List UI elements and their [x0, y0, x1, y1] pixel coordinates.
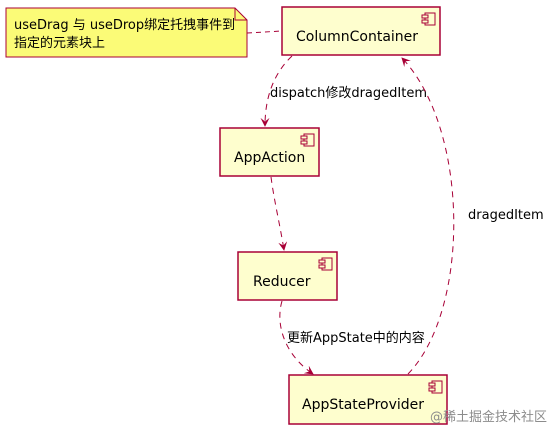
- component-label: AppAction: [234, 150, 305, 166]
- component-app-state-provider[interactable]: AppStateProvider: [288, 374, 448, 425]
- note-fold: [234, 8, 247, 21]
- note-line-2: 指定的元素块上: [14, 35, 105, 51]
- note: useDrag 与 useDrop绑定托拽事件到 指定的元素块上: [5, 7, 248, 58]
- edge-container-to-action: [260, 55, 293, 127]
- component-label: AppStateProvider: [302, 397, 424, 413]
- note-line-1: useDrag 与 useDrop绑定托拽事件到: [14, 18, 235, 33]
- component-label: ColumnContainer: [296, 29, 418, 45]
- edge-label-reducer-to-provider: 更新AppState中的内容: [287, 330, 425, 346]
- component-icon: [318, 257, 333, 271]
- note-shape: [5, 7, 248, 58]
- component-reducer[interactable]: Reducer: [237, 251, 338, 301]
- component-label: Reducer: [253, 274, 311, 290]
- component-icon: [428, 380, 443, 394]
- note-connector: [246, 30, 283, 34]
- edge-action-to-reducer: [270, 176, 288, 251]
- component-icon: [300, 133, 315, 147]
- component-app-action[interactable]: AppAction: [219, 127, 320, 177]
- edge-label-provider-to-container: dragedItem: [468, 208, 544, 223]
- edge-label-container-to-action: dispatch修改dragedItem: [270, 86, 427, 101]
- component-icon: [421, 12, 436, 26]
- edge-provider-to-container: [401, 57, 455, 375]
- watermark-text: @稀土掘金技术社区: [430, 409, 547, 425]
- component-column-container[interactable]: ColumnContainer: [281, 6, 441, 56]
